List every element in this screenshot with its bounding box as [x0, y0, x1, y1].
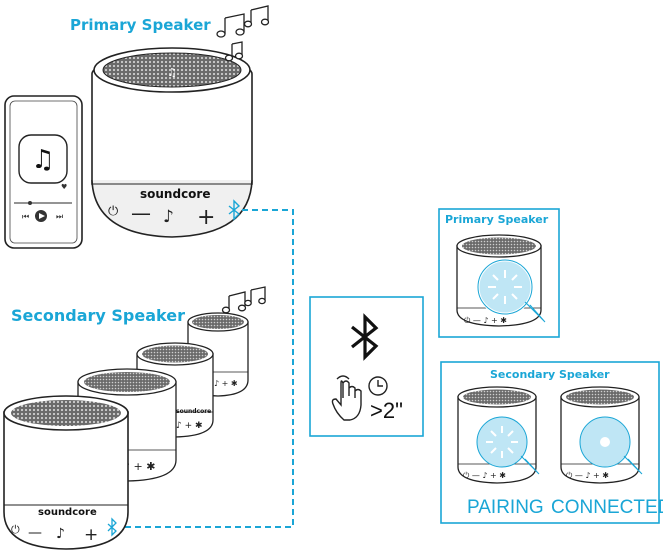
blink-rays — [488, 270, 522, 304]
power-icon: ⏻ — [108, 204, 118, 219]
svg-text:—: — — [28, 525, 42, 541]
bluetooth-icon — [228, 199, 241, 221]
led-ring-pairing — [476, 416, 528, 468]
plus-icon: + — [197, 205, 215, 230]
secondary-speaker-title: Secondary Speaker — [11, 306, 185, 325]
svg-text:♪ + ✱: ♪ + ✱ — [123, 460, 155, 473]
svg-text:♪ + ✱: ♪ + ✱ — [214, 379, 238, 388]
smartphone: ♫ ⏮ ⏭ ♥ — [4, 95, 83, 249]
album-art — [18, 134, 68, 184]
instruction-box — [309, 296, 424, 437]
music-notes-icon — [216, 5, 270, 62]
svg-text:⏻: ⏻ — [11, 523, 20, 536]
hand-press-icon — [331, 375, 362, 421]
bluetooth-icon — [107, 517, 117, 537]
svg-text:⏻ — ♪ + ✱: ⏻ — ♪ + ✱ — [464, 316, 507, 325]
primary-speaker: ♫ ⏻ — ♪ + — [91, 47, 253, 238]
primary-status-box: ⏻ — ♪ + ✱ — [438, 208, 560, 338]
primary-box-title: Primary Speaker — [445, 213, 549, 226]
svg-text:⏻ — ♪ + ✱: ⏻ — ♪ + ✱ — [566, 471, 609, 480]
minus-icon: — — [131, 201, 151, 225]
svg-text:♪ + ✱: ♪ + ✱ — [176, 421, 203, 431]
brand-logo-third: soundcore — [176, 408, 212, 415]
connected-label: CONNECTED — [551, 497, 663, 518]
svg-text:♫: ♫ — [167, 66, 177, 79]
brand-logo-primary: soundcore — [140, 187, 211, 201]
music-note-icon: ♫ — [31, 145, 54, 175]
svg-text:♪: ♪ — [56, 526, 65, 542]
heart-icon: ♥ — [61, 183, 67, 191]
music-notes-icon — [221, 286, 266, 314]
brand-logo-secondary: soundcore — [38, 507, 97, 518]
pairing-label: PAIRING — [467, 497, 544, 518]
hold-duration-label: >2" — [370, 398, 403, 423]
secondary-status-box: ⏻ — ♪ + ✱ ⏻ — ♪ + ✱ — [440, 361, 660, 524]
bluetooth-icon — [351, 313, 379, 361]
bluetooth-link-line — [118, 209, 294, 528]
svg-text:⏻ — ♪ + ✱: ⏻ — ♪ + ✱ — [463, 471, 506, 480]
play-pause-icon: ♪ — [163, 207, 174, 227]
secondary-box-title: Secondary Speaker — [490, 368, 610, 381]
primary-speaker-title: Primary Speaker — [70, 16, 211, 34]
previous-icon: ⏮ — [22, 212, 29, 221]
clock-icon — [368, 376, 388, 396]
svg-text:+: + — [84, 525, 98, 545]
next-icon: ⏭ — [56, 212, 63, 221]
secondary-speaker-front: ⏻ — ♪ + — [3, 395, 129, 550]
